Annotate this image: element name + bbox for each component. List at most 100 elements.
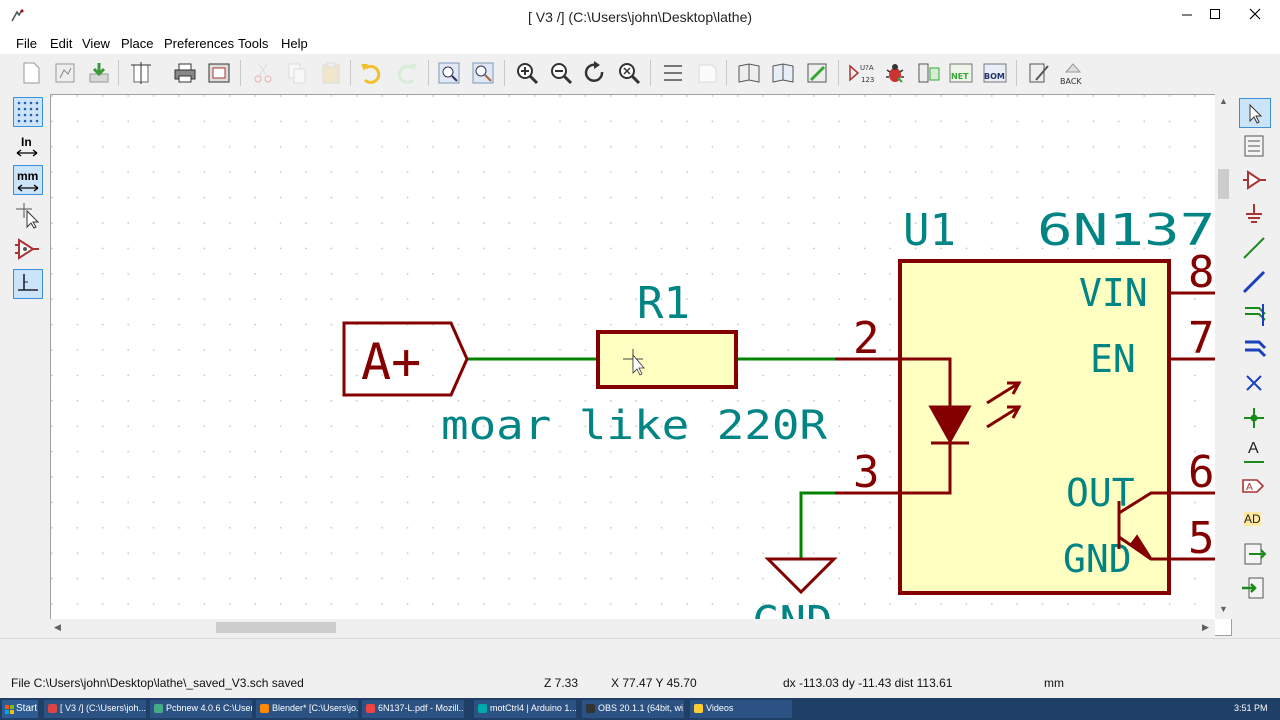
vertical-scrollbar[interactable]: ▲ ▼ bbox=[1215, 94, 1232, 619]
find-replace-button[interactable] bbox=[470, 60, 496, 86]
wire-to-bus-button[interactable] bbox=[1239, 300, 1271, 330]
menu-edit[interactable]: Edit bbox=[50, 36, 73, 51]
add-symbol-icon bbox=[1243, 170, 1266, 190]
task-label: Pcbnew 4.0.6 C:\User... bbox=[166, 703, 252, 713]
add-bus-icon bbox=[1242, 270, 1266, 294]
zoom-out-button[interactable] bbox=[548, 60, 574, 86]
horizontal-scrollbar[interactable]: ◀ ▶ bbox=[50, 619, 1215, 636]
u1-value[interactable]: 6N137S bbox=[1037, 205, 1216, 256]
units-mm-label: mm bbox=[17, 169, 39, 183]
taskbar-item-obs[interactable]: OBS 20.1.1 (64bit, wi... bbox=[582, 700, 684, 718]
wire-angle-icon bbox=[18, 274, 38, 291]
scroll-down-icon[interactable]: ▼ bbox=[1219, 604, 1228, 614]
pcbnew-button[interactable] bbox=[1026, 60, 1052, 86]
library-browser-button[interactable] bbox=[770, 60, 796, 86]
schematic-drawing[interactable]: A+ R1 moar like 220R GND U1 6N137S 2 3 8… bbox=[51, 95, 1216, 620]
footprint-editor-button[interactable] bbox=[804, 60, 830, 86]
horizontal-scroll-thumb[interactable] bbox=[216, 622, 336, 633]
wire-angle-button[interactable] bbox=[13, 269, 43, 299]
add-wire-button[interactable] bbox=[1239, 234, 1271, 264]
add-power-button[interactable] bbox=[1239, 200, 1271, 230]
add-symbol-button[interactable] bbox=[1239, 166, 1271, 196]
open-schematic-button[interactable] bbox=[52, 60, 78, 86]
find-button[interactable] bbox=[436, 60, 462, 86]
u1-reference[interactable]: U1 bbox=[903, 205, 956, 256]
net-label-button[interactable]: A bbox=[1239, 438, 1271, 468]
minimize-button[interactable] bbox=[1170, 0, 1204, 30]
scroll-right-icon[interactable]: ▶ bbox=[1202, 622, 1209, 632]
add-bus-button[interactable] bbox=[1239, 268, 1271, 298]
library-editor-icon bbox=[738, 63, 760, 83]
hier-sheet-button[interactable] bbox=[1239, 540, 1271, 570]
gnd-symbol[interactable] bbox=[764, 557, 838, 595]
junction-button[interactable] bbox=[1239, 404, 1271, 434]
redraw-button[interactable] bbox=[582, 60, 608, 86]
save-button[interactable] bbox=[86, 60, 112, 86]
wire[interactable] bbox=[799, 491, 835, 559]
bom-button[interactable]: BOM bbox=[982, 60, 1008, 86]
hidden-pins-button[interactable] bbox=[13, 235, 43, 265]
menu-file[interactable]: File bbox=[16, 36, 37, 51]
taskbar-item-blender[interactable]: Blender* [C:\Users\jo... bbox=[256, 700, 358, 718]
erc-button[interactable] bbox=[882, 60, 908, 86]
back-button[interactable]: BACK bbox=[1058, 60, 1088, 86]
zoom-in-icon bbox=[517, 63, 539, 85]
wire-to-bus-icon bbox=[1245, 304, 1266, 326]
no-connect-button[interactable] bbox=[1239, 370, 1271, 400]
library-editor-button[interactable] bbox=[736, 60, 762, 86]
cursor-shape-button[interactable] bbox=[13, 201, 43, 231]
scroll-up-icon[interactable]: ▲ bbox=[1219, 96, 1228, 106]
scroll-left-icon[interactable]: ◀ bbox=[54, 622, 61, 632]
select-tool-button[interactable] bbox=[1239, 98, 1271, 128]
bus-to-bus-button[interactable] bbox=[1239, 334, 1271, 364]
cut-button[interactable] bbox=[250, 60, 276, 86]
zoom-fit-button[interactable] bbox=[616, 60, 642, 86]
page-settings-button[interactable] bbox=[128, 60, 154, 86]
menu-view[interactable]: View bbox=[82, 36, 110, 51]
taskbar-item-videos[interactable]: Videos bbox=[690, 700, 792, 718]
menu-tools[interactable]: Tools bbox=[238, 36, 269, 51]
redo-button[interactable] bbox=[394, 60, 420, 86]
hierarchy-tool-button[interactable] bbox=[1239, 132, 1271, 162]
pin-name-vin: VIN bbox=[1079, 271, 1148, 315]
hier-label-button[interactable]: AD bbox=[1239, 506, 1271, 536]
svg-text:BACK: BACK bbox=[1060, 77, 1082, 86]
close-button[interactable] bbox=[1232, 0, 1280, 30]
menu-preferences[interactable]: Preferences bbox=[164, 36, 235, 51]
netlist-button[interactable]: NET bbox=[948, 60, 974, 86]
taskbar-item-firefox[interactable]: 6N137-L.pdf - Mozill... bbox=[362, 700, 464, 718]
copy-button[interactable] bbox=[284, 60, 310, 86]
assign-footprints-button[interactable] bbox=[916, 60, 942, 86]
status-bar: File C:\Users\john\Desktop\lathe\_saved_… bbox=[0, 672, 1280, 694]
menu-place[interactable]: Place bbox=[121, 36, 154, 51]
r1-value[interactable]: moar like 220R bbox=[441, 403, 828, 449]
assign-footprints-icon bbox=[918, 63, 940, 83]
paste-button[interactable] bbox=[318, 60, 344, 86]
global-label-button[interactable]: A bbox=[1239, 472, 1271, 502]
zoom-in-button[interactable] bbox=[514, 60, 540, 86]
taskbar-item-pcbnew[interactable]: Pcbnew 4.0.6 C:\User... bbox=[150, 700, 252, 718]
undo-button[interactable] bbox=[358, 60, 384, 86]
grid-toggle-button[interactable] bbox=[13, 97, 43, 127]
connector-a-plus-shape[interactable] bbox=[342, 321, 469, 397]
start-button[interactable]: Start bbox=[2, 700, 38, 718]
maximize-button[interactable] bbox=[1198, 0, 1232, 30]
r1-body[interactable] bbox=[596, 330, 738, 389]
schematic-canvas[interactable]: A+ R1 moar like 220R GND U1 6N137S 2 3 8… bbox=[50, 94, 1232, 636]
new-schematic-button[interactable] bbox=[18, 60, 44, 86]
units-mm-button[interactable]: mm bbox=[13, 165, 43, 195]
vertical-scroll-thumb[interactable] bbox=[1218, 169, 1229, 199]
plot-button[interactable] bbox=[206, 60, 232, 86]
units-inches-button[interactable]: In bbox=[13, 131, 43, 161]
task-label: Videos bbox=[706, 703, 734, 713]
hierarchy-navigator-button[interactable] bbox=[660, 60, 686, 86]
leave-sheet-button[interactable] bbox=[694, 60, 720, 86]
menu-help[interactable]: Help bbox=[281, 36, 308, 51]
taskbar-item-arduino[interactable]: motCtrl4 | Arduino 1.... bbox=[474, 700, 576, 718]
import-pin-button[interactable] bbox=[1239, 574, 1271, 604]
print-button[interactable] bbox=[172, 60, 198, 86]
r1-reference[interactable]: R1 bbox=[637, 278, 690, 329]
taskbar-item-eeschema[interactable]: [ V3 /] (C:\Users\joh... bbox=[44, 700, 146, 718]
hierarchy-icon bbox=[1244, 135, 1264, 157]
